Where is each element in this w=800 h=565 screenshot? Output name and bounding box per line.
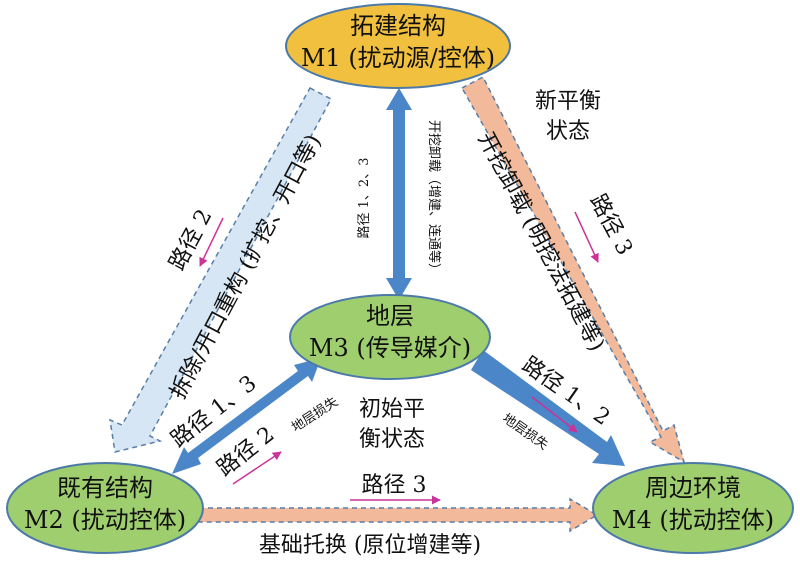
edge-m1-m2-indicator-arrow — [199, 217, 224, 267]
edge-m2-m4-arrow — [189, 497, 599, 533]
edge-m3-m2-indicator-arrow — [232, 451, 282, 485]
node-m1-line1: 拓建结构 — [350, 12, 446, 40]
node-m1-line2: M1 (扰动源/控体) — [301, 44, 495, 72]
edge-m3-m4-arrow — [471, 350, 625, 466]
edge-m3-m4-loss-label: 地层损失 — [499, 411, 550, 453]
node-m2-line2: M2 (扰动控体) — [24, 506, 186, 534]
edge-m2-m4-path-label: 路径 3 — [362, 473, 427, 498]
new-balance-label-1: 新平衡 — [535, 89, 601, 114]
edge-m1-m3-label: 开挖卸载（增建、连通等） — [426, 120, 442, 276]
node-m2: 既有结构 M2 (扰动控体) — [6, 462, 204, 554]
node-m4-line1: 周边环境 — [645, 474, 741, 502]
initial-balance-label-1: 初始平 — [359, 397, 425, 422]
node-m4: 周边环境 M4 (扰动控体) — [592, 462, 794, 554]
edge-m1-m4-arrow — [460, 75, 686, 464]
node-m4-line2: M4 (扰动控体) — [612, 506, 774, 534]
edge-m3-m4-indicator-arrow — [531, 396, 578, 433]
edge-m3-m2-arrow — [172, 358, 321, 474]
edge-m1-m3-path-label: 路径 1、2、3 — [356, 158, 372, 239]
node-m3: 地层 M3 (传导媒介) — [289, 294, 491, 380]
initial-balance-label-2: 衡状态 — [359, 427, 425, 452]
node-m1: 拓建结构 M1 (扰动源/控体) — [285, 3, 511, 89]
edge-m2-m4-label: 基础托换 (原位增建等) — [259, 533, 481, 558]
edge-m3-m2-loss-label: 地层损失 — [289, 395, 341, 436]
edge-m1-m2-arrow — [109, 86, 333, 453]
node-m3-line1: 地层 — [366, 302, 414, 330]
node-m2-line1: 既有结构 — [57, 474, 153, 502]
edge-m1-m3-arrow — [386, 88, 412, 300]
new-balance-label-2: 状态 — [546, 119, 590, 144]
node-m3-line2: M3 (传导媒介) — [309, 334, 471, 362]
edge-m1-m4-indicator-arrow — [574, 211, 599, 263]
edge-m1-m2-path-label: 路径 2 — [165, 205, 218, 274]
